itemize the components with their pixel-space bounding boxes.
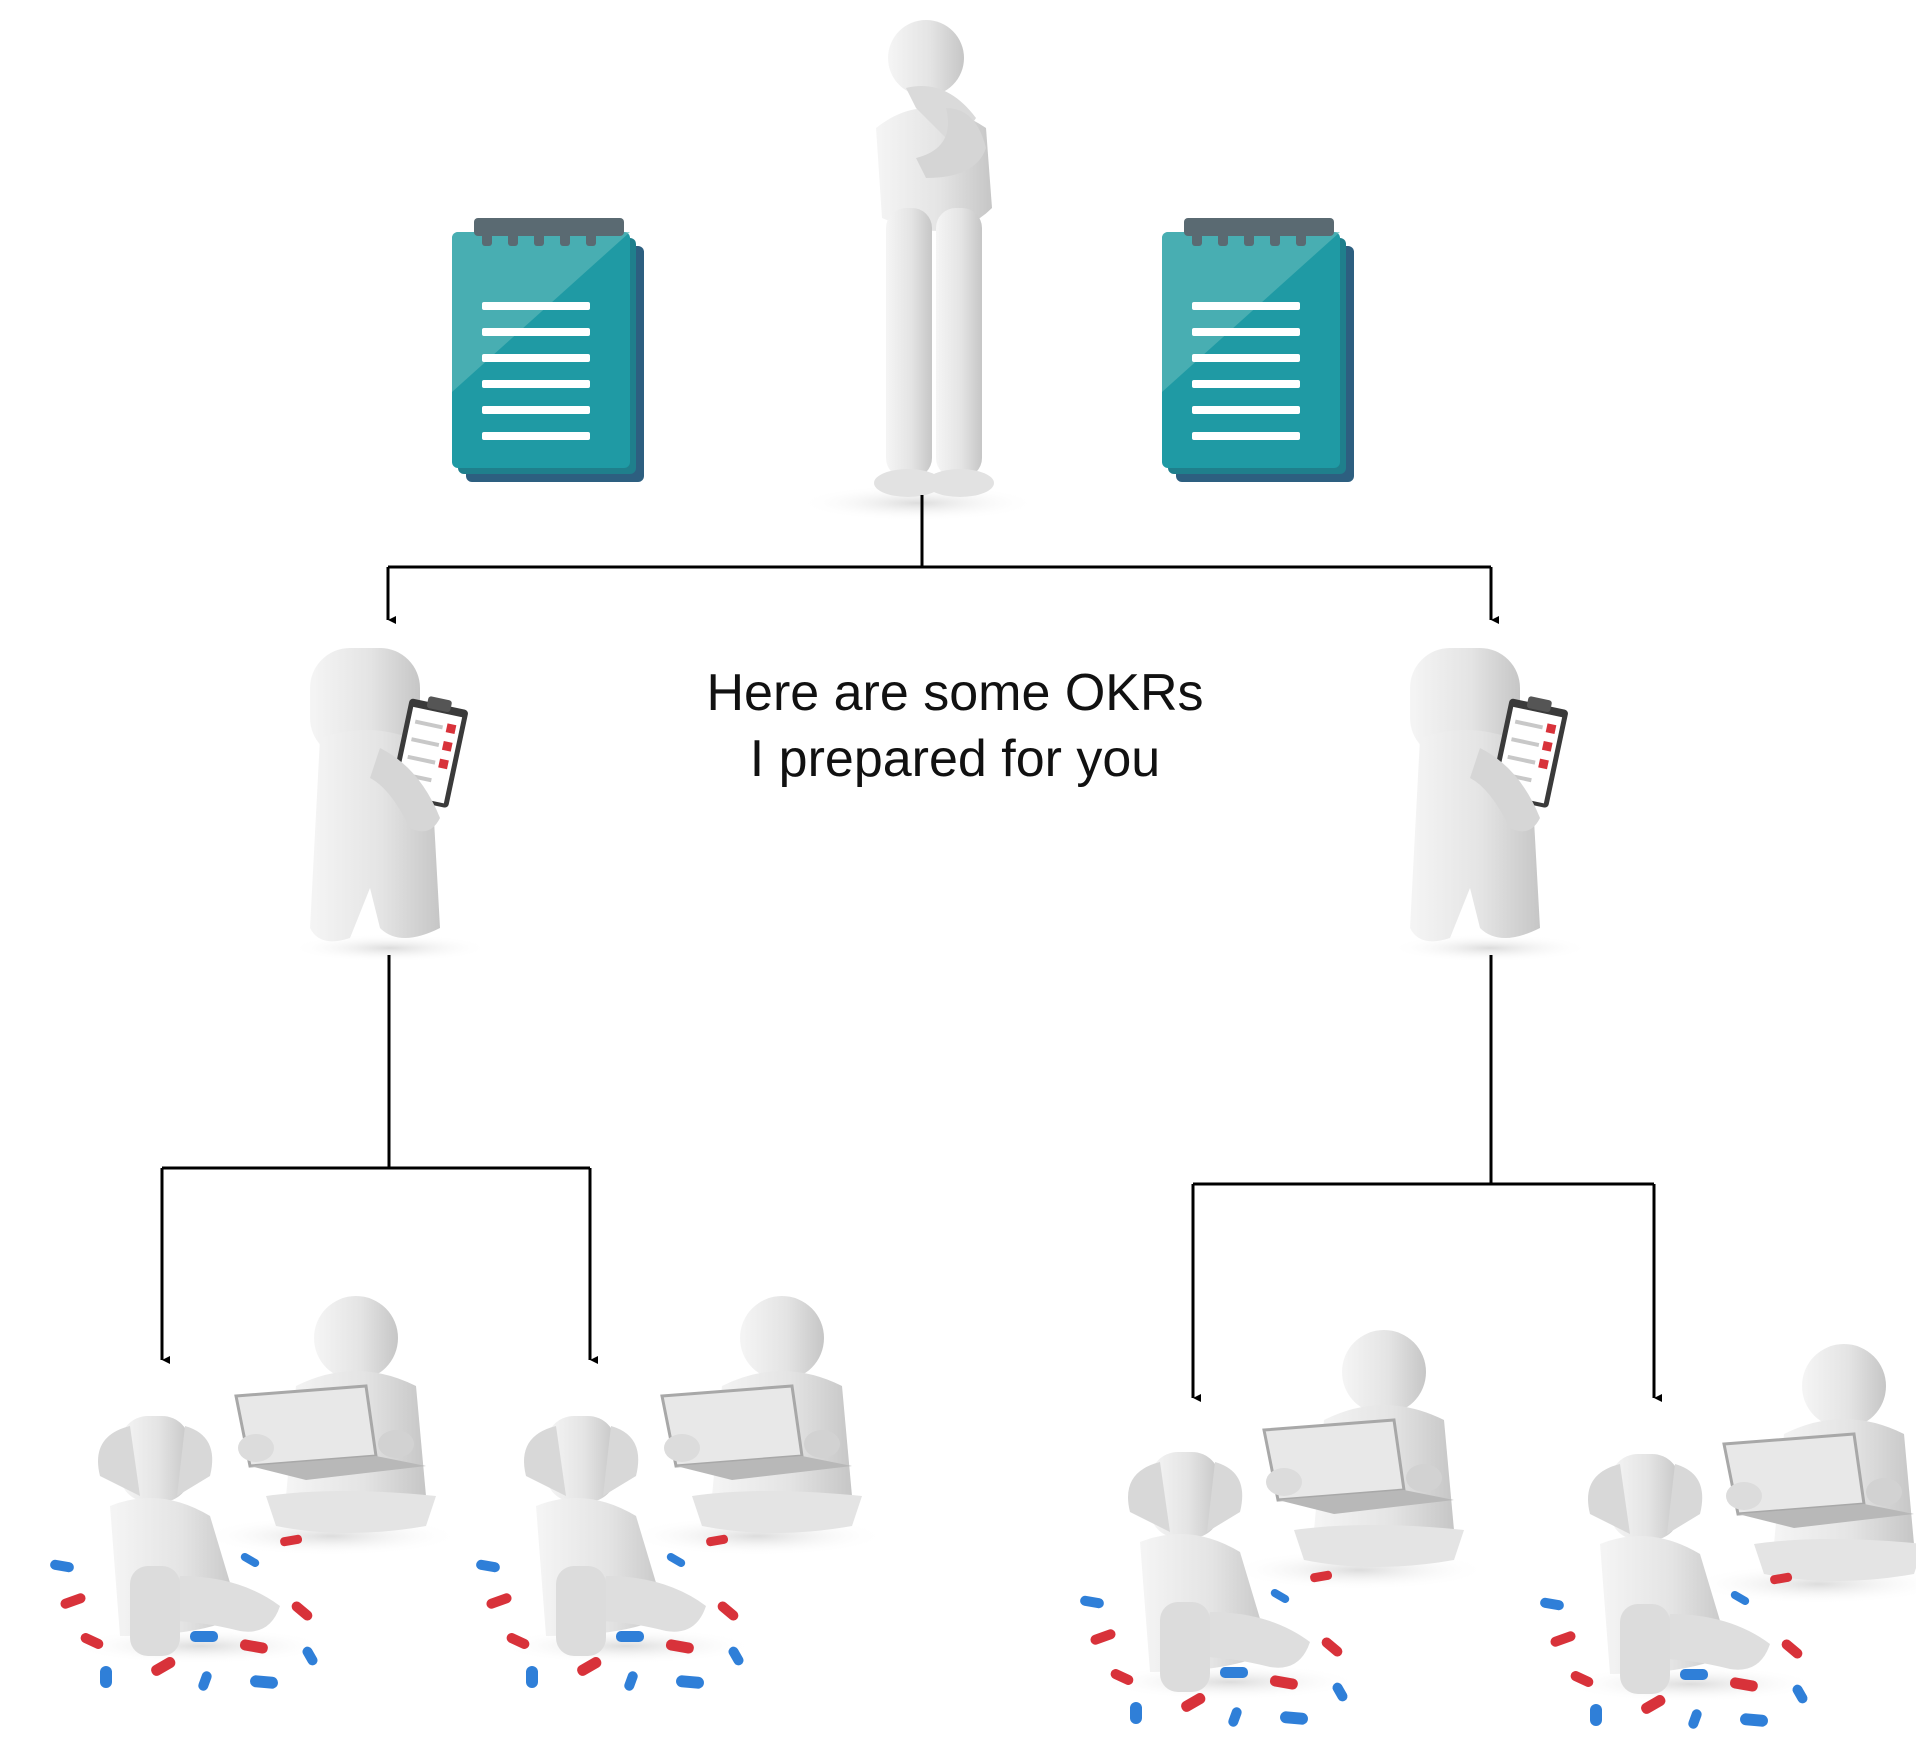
okr-caption: Here are some OKRs I prepared for you bbox=[640, 660, 1270, 792]
caption-line-1: Here are some OKRs bbox=[706, 664, 1204, 722]
connector-top bbox=[386, 495, 1499, 624]
caption-line-2: I prepared for you bbox=[749, 730, 1161, 788]
laptop-person-figure bbox=[199, 1294, 463, 1558]
notepad-icon bbox=[452, 218, 644, 482]
connector-left bbox=[160, 955, 598, 1364]
laptop-person-figure bbox=[625, 1294, 889, 1558]
thinking-person-figure bbox=[798, 20, 1038, 521]
notepad-icon bbox=[1162, 218, 1354, 482]
checklist-person-figure bbox=[1390, 648, 1590, 962]
laptop-person-figure bbox=[1227, 1328, 1491, 1592]
checklist-person-figure bbox=[290, 648, 490, 962]
connector-right bbox=[1191, 955, 1662, 1402]
laptop-person-figure bbox=[1687, 1342, 1916, 1606]
